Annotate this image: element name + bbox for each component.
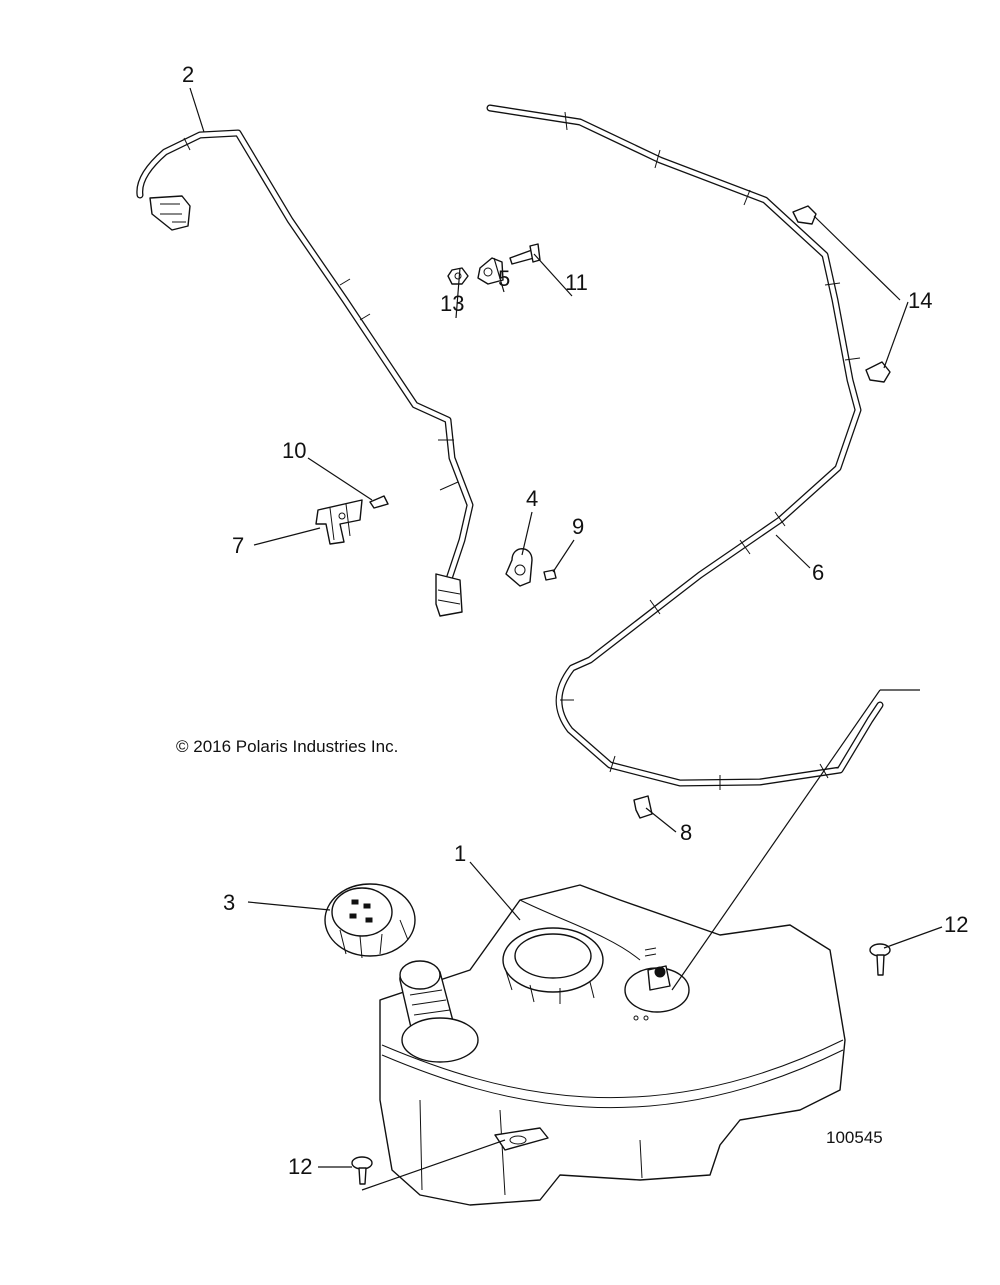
callout-9: 9	[572, 514, 584, 539]
callout-14: 14	[908, 288, 932, 313]
fuel-hose-part-2	[136, 129, 474, 617]
fuel-tank-part-1	[379, 884, 846, 1206]
callout-6: 6	[812, 560, 824, 585]
callout-13: 13	[440, 291, 464, 316]
leader-lines	[189, 87, 943, 1191]
callout-labels: 1 2 3 4 5 6 7 8 9 10 11 12 12 13 14	[182, 62, 968, 1179]
clip-part-14-upper	[792, 205, 817, 225]
vent-hose-part-6	[486, 104, 884, 790]
drawing-number: 100545	[826, 1128, 883, 1147]
callout-10: 10	[282, 438, 306, 463]
clamp-part-4	[505, 548, 533, 587]
clamp-part-5	[477, 257, 504, 285]
copyright-notice: © 2016 Polaris Industries Inc.	[176, 737, 398, 756]
fuel-cap-part-3	[324, 883, 416, 959]
nut-part-13	[447, 267, 469, 285]
callout-12-left: 12	[288, 1154, 312, 1179]
screw-part-9	[543, 569, 557, 581]
bracket-part-7	[315, 499, 363, 545]
push-rivet-part-12-right	[869, 943, 891, 976]
callout-7: 7	[232, 533, 244, 558]
callout-8: 8	[680, 820, 692, 845]
push-rivet-part-12-left	[351, 1156, 373, 1185]
callout-12-right: 12	[944, 912, 968, 937]
clip-part-8	[633, 795, 653, 819]
bolt-part-11	[509, 243, 541, 265]
screw-part-10	[369, 495, 389, 509]
callout-3: 3	[223, 890, 235, 915]
callout-2: 2	[182, 62, 194, 87]
callout-11: 11	[565, 270, 588, 295]
callout-1: 1	[454, 841, 466, 866]
clip-part-14-lower	[865, 361, 891, 383]
callout-5: 5	[498, 266, 510, 291]
callout-4: 4	[526, 486, 538, 511]
